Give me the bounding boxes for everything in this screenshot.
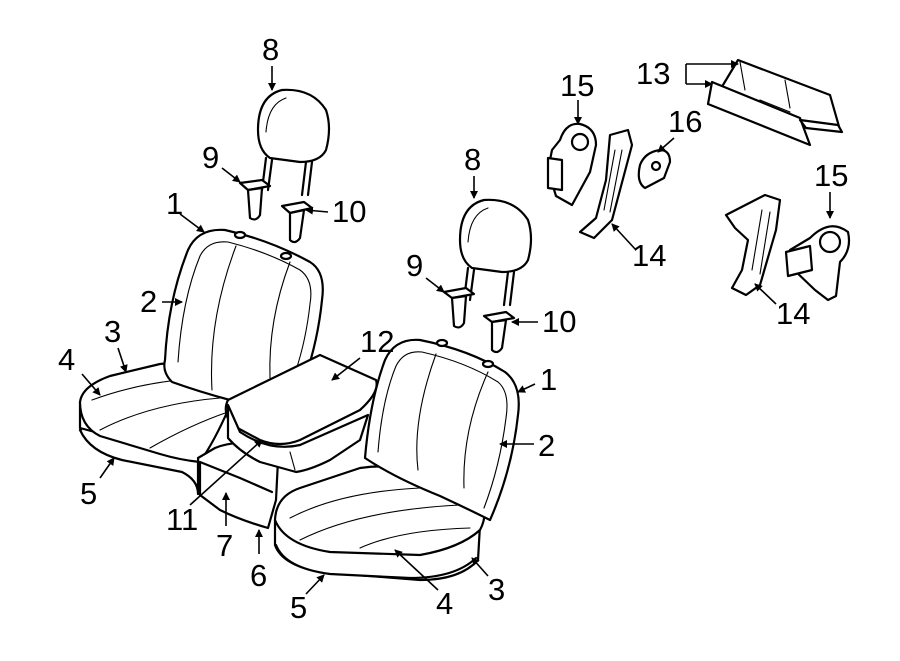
upper-hinge-cover (546, 122, 598, 207)
small-cover (637, 148, 672, 190)
armrest-body (226, 403, 370, 474)
right-headrest (458, 198, 533, 307)
callout-9-left: 9 (202, 140, 219, 175)
left-seat-backrest (163, 228, 324, 402)
callout-15-lower: 15 (814, 158, 848, 193)
callout-16: 16 (668, 104, 702, 139)
callout-2-right: 2 (538, 428, 555, 463)
lower-recliner-bracket (724, 193, 782, 297)
callout-1-left: 1 (166, 186, 183, 221)
lower-hinge-cover (784, 225, 851, 302)
left-seat (78, 228, 324, 497)
headrest-guides (238, 178, 516, 354)
center-seat-base (196, 441, 280, 530)
callout-12: 12 (360, 324, 394, 359)
callout-2-left: 2 (140, 284, 157, 319)
callout-4-right: 4 (436, 586, 453, 621)
callout-10-left: 10 (332, 194, 366, 229)
callout-arrows (81, 60, 834, 595)
right-seat-backrest (363, 338, 520, 522)
callout-8-left: 8 (262, 32, 279, 67)
callout-6: 6 (250, 558, 267, 593)
callout-3-right: 3 (488, 572, 505, 607)
callout-10-right: 10 (542, 304, 576, 339)
callout-3-left: 3 (104, 314, 121, 349)
callout-14-upper: 14 (632, 238, 666, 273)
callout-7: 7 (216, 528, 233, 563)
callout-14-lower: 14 (776, 296, 810, 331)
callout-11: 11 (166, 502, 198, 537)
callout-4-left: 4 (58, 342, 75, 377)
right-seat (273, 338, 520, 582)
callout-8-right: 8 (464, 142, 481, 177)
left-headrest (256, 88, 331, 197)
callout-9-right: 9 (406, 248, 423, 283)
upper-recliner-bracket (578, 128, 634, 240)
callout-1-right: 1 (540, 362, 557, 397)
callout-labels: 8 8 9 9 10 10 1 1 2 2 3 3 4 4 5 5 6 7 11… (58, 32, 848, 625)
rear-panels (706, 58, 844, 147)
callout-5-left: 5 (80, 476, 97, 511)
callout-15-upper: 15 (560, 68, 594, 103)
callout-5-right: 5 (290, 590, 307, 625)
callout-13: 13 (636, 56, 670, 91)
